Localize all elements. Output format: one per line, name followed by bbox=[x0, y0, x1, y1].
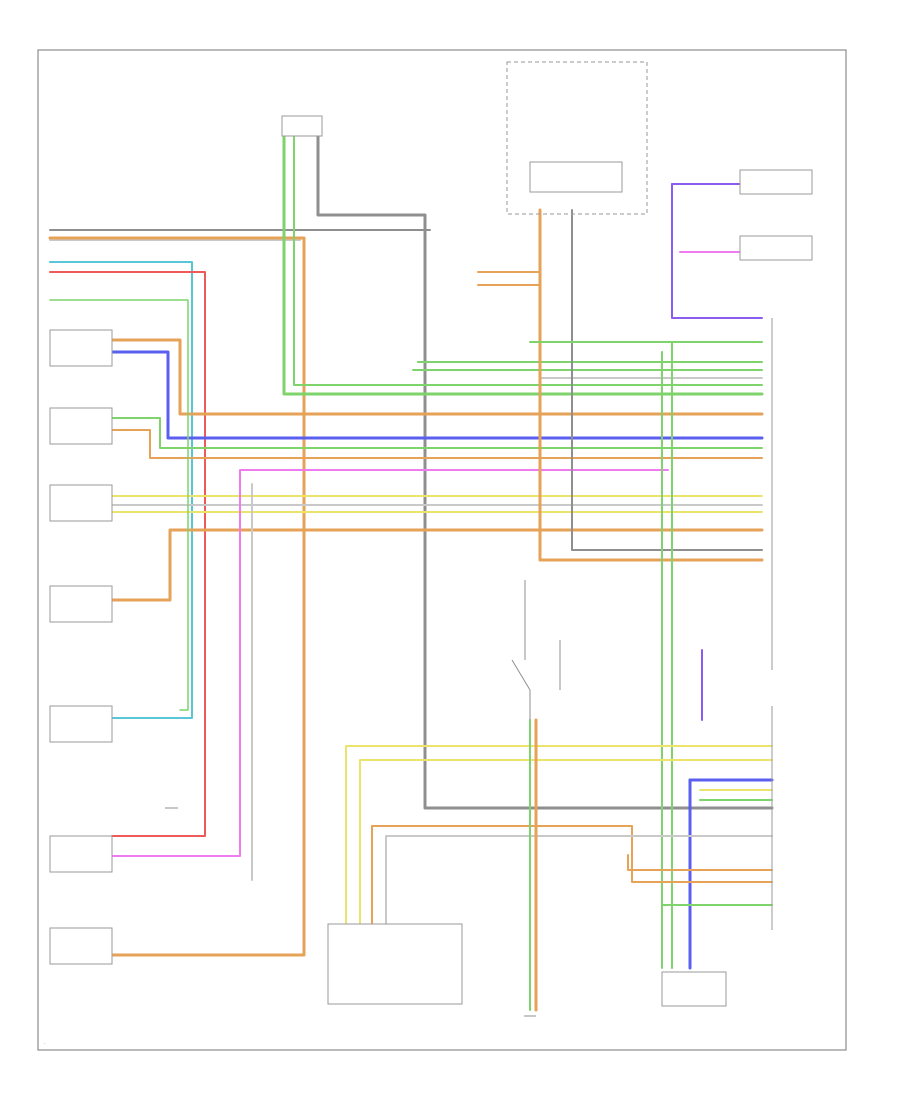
wire-blue-9 bbox=[110, 350, 764, 440]
wire-green-10 bbox=[111, 417, 763, 449]
wire-cyan-4 bbox=[49, 261, 193, 719]
connector-top-small bbox=[281, 115, 323, 137]
wire-grey-21 bbox=[571, 209, 763, 551]
transmission-switch-box bbox=[327, 923, 463, 1005]
wire-red-5 bbox=[49, 271, 206, 837]
wire-orange-35 bbox=[371, 825, 773, 925]
wire-orange-3 bbox=[48, 236, 306, 957]
sensor-box-4 bbox=[49, 585, 113, 623]
sensor-box-2 bbox=[49, 407, 113, 445]
component-boxes bbox=[49, 61, 813, 1007]
top-relay-inner-box bbox=[529, 161, 623, 193]
sensor-box-1 bbox=[49, 329, 113, 367]
sensor-box-5 bbox=[49, 705, 113, 743]
sensor-box-6 bbox=[49, 835, 113, 873]
sensor-box-3 bbox=[49, 484, 113, 522]
rear-module-box bbox=[661, 971, 727, 1007]
wire-green-44 bbox=[49, 299, 189, 711]
wire-yellow-34 bbox=[359, 759, 773, 925]
sensor-box-7 bbox=[49, 927, 113, 965]
wire-orange-20 bbox=[538, 208, 764, 562]
wire-green-7 bbox=[293, 131, 763, 386]
wire-lightgrey-36 bbox=[385, 835, 773, 925]
diagram-footer: - bbox=[44, 1040, 46, 1045]
wire-orange-15 bbox=[110, 528, 764, 602]
wire-purple-28 bbox=[671, 183, 763, 319]
wire-yellow-33 bbox=[345, 745, 773, 925]
diagram-frame bbox=[37, 49, 847, 1051]
wire-group bbox=[48, 130, 774, 1012]
switch-blade bbox=[511, 659, 531, 691]
wire-orange-39 bbox=[627, 854, 773, 871]
wire-orange-8 bbox=[110, 338, 764, 416]
ground-symbols bbox=[165, 807, 536, 1017]
wire-green-6 bbox=[282, 130, 764, 396]
solenoid-box-1 bbox=[739, 169, 813, 195]
wire-orange-11 bbox=[111, 429, 763, 459]
solenoid-box-2 bbox=[739, 235, 813, 261]
wire-grey-0 bbox=[316, 130, 774, 810]
top-relay-dashed-box bbox=[506, 61, 648, 215]
wire-pink-16 bbox=[111, 469, 669, 857]
switch-symbol bbox=[511, 580, 561, 720]
